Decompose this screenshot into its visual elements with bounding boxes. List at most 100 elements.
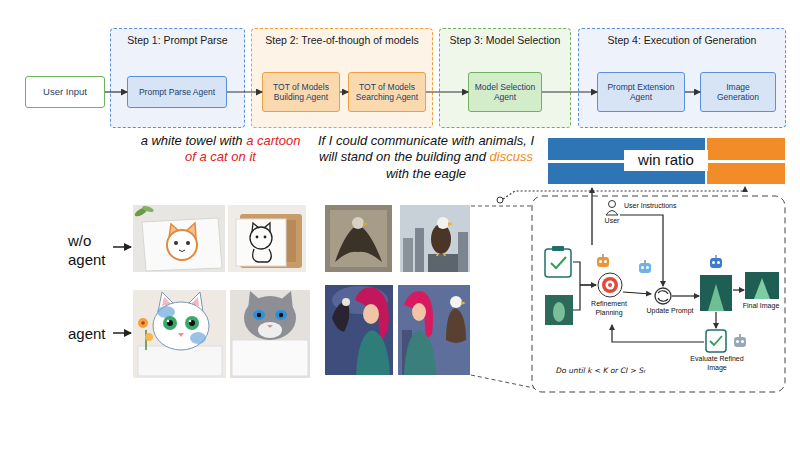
- eagle-image: [356, 330, 390, 375]
- row-label: w/o agent: [68, 232, 106, 268]
- eagle-image: [398, 285, 470, 375]
- towel-image: [142, 218, 222, 271]
- refinement-inset: [532, 196, 785, 392]
- refinement-inset: [606, 281, 615, 290]
- refinement-inset: [706, 330, 726, 352]
- towel-image: [153, 302, 209, 350]
- refinement-inset: [551, 257, 566, 268]
- refinement-inset: [623, 292, 651, 294]
- step-group: Step 2: Tree-of-though of modelsTOT of M…: [251, 28, 433, 128]
- eagle-image: [448, 222, 453, 226]
- label-group: agent: [68, 325, 112, 344]
- eagle-image: [428, 254, 458, 272]
- callout-lines: [471, 206, 534, 388]
- refinement-inset: [708, 284, 724, 311]
- towel-image: [163, 316, 177, 330]
- towel-image: [138, 318, 148, 328]
- step-title: Step 3: Model Selection: [440, 34, 570, 46]
- towel-image: [167, 320, 170, 323]
- box-label: TOT of Models Searching Agent: [353, 82, 421, 102]
- eagle-image: [325, 205, 392, 272]
- refinement-inset: [599, 260, 602, 263]
- refinement-inset: [597, 254, 609, 267]
- refinement-inset: [716, 255, 717, 258]
- eagle-image: [437, 253, 438, 256]
- refinement-inset: [700, 275, 732, 311]
- towel-image: [230, 290, 310, 378]
- towel-image: [133, 205, 225, 272]
- refinement-inset: [710, 255, 722, 268]
- row-label: agent: [68, 325, 106, 342]
- towel-image: [257, 313, 261, 317]
- refinement-inset: [553, 302, 565, 322]
- eagle-image: [444, 253, 445, 256]
- flow-arrow: [426, 91, 468, 92]
- row-arrows: [113, 247, 131, 333]
- towel-image: [253, 249, 272, 262]
- eagle-image: [450, 296, 462, 308]
- refinement-inset: [580, 284, 596, 285]
- refinement-inset: [606, 211, 618, 216]
- inset-label: User: [605, 217, 620, 224]
- refinement-inset: [612, 325, 704, 342]
- eagle-image: [461, 301, 466, 305]
- refinement-inset: [552, 246, 564, 251]
- refinement-inset: [741, 340, 744, 343]
- towel-image: [189, 320, 192, 323]
- eagle-image: [437, 217, 449, 229]
- inset-label: User Instructions: [624, 202, 677, 209]
- refinement-inset: [733, 289, 744, 290]
- flow-arrow: [105, 91, 127, 92]
- towel-image: [133, 290, 226, 378]
- refinement-inset: [609, 201, 616, 208]
- row-arrows: [113, 246, 131, 248]
- refinement-inset: [620, 215, 663, 286]
- towel-image: [258, 322, 282, 338]
- refinement-inset: [639, 263, 651, 273]
- eagle-image: [400, 205, 470, 272]
- win-ratio-bars: [707, 163, 785, 184]
- towel-image: [232, 340, 308, 376]
- refinement-inset: [532, 196, 785, 392]
- towel-image: [228, 205, 306, 272]
- towel-image: [279, 313, 283, 317]
- refinement-inset: [672, 295, 699, 296]
- step-title: Step 1: Prompt Parse: [111, 34, 244, 46]
- label-group: Update Prompt: [644, 307, 696, 316]
- dotted-pointer: [503, 187, 745, 199]
- towel-image: [267, 325, 273, 328]
- refinement-inset: [597, 257, 609, 267]
- eagle-image: [404, 330, 436, 375]
- box-label: Prompt Parse Agent: [139, 87, 215, 97]
- towel-image: [228, 205, 306, 272]
- refinement-inset: [715, 312, 716, 328]
- agent-box: Prompt Extension Agent: [597, 72, 685, 112]
- input-box: User Input: [25, 76, 105, 108]
- refinement-inset: [639, 260, 651, 273]
- refinement-inset: [608, 283, 612, 287]
- step-title: Step 4: Execution of Generation: [579, 34, 785, 46]
- refinement-inset: [710, 336, 722, 345]
- towel-image: [253, 310, 265, 320]
- towel-image: [179, 250, 185, 252]
- dotted-pointer: [497, 197, 503, 203]
- towel-image: [178, 333, 184, 337]
- prompt-text: a white towel with: [141, 133, 243, 148]
- label-group: If I could communicate with animals, I w…: [308, 133, 544, 182]
- step-group: Step 4: Execution of GenerationPrompt Ex…: [578, 28, 786, 128]
- towel-image: [189, 320, 195, 326]
- eagle-image: [335, 224, 382, 262]
- label-group: User Instructions: [624, 202, 696, 211]
- eagle-image: [325, 205, 392, 272]
- flow-arrow: [227, 91, 262, 92]
- eagle-image: [398, 285, 470, 375]
- agent-box: Image Generation: [700, 72, 776, 112]
- towel-image: [133, 205, 225, 272]
- callout-lines: [471, 206, 532, 207]
- towel-image: [142, 205, 155, 214]
- eagle-image: [446, 308, 466, 343]
- box-label: TOT of Models Building Agent: [267, 82, 335, 102]
- refinement-inset: [641, 266, 644, 269]
- towel-image: [167, 320, 173, 326]
